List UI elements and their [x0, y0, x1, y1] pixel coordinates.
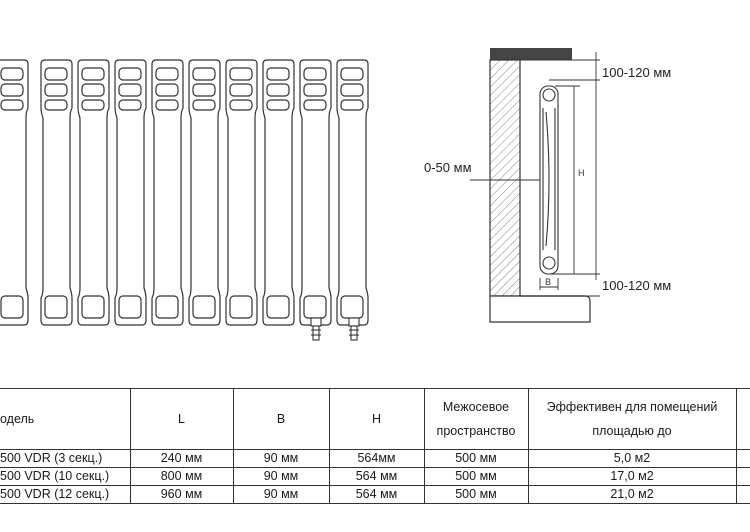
spec-table: одель L B H Межосевое пространство Эффек…	[0, 388, 750, 504]
cell-axial: 500 мм	[423, 449, 529, 468]
col-header-height: H	[328, 388, 425, 450]
table-row: 500 VDR (10 секц.) 800 мм 90 мм 564 мм 5…	[0, 467, 750, 486]
radiator-side-view: 100-120 мм 0-50 мм 100-120 мм H B	[424, 48, 671, 323]
cell-area: 17,0 м2	[527, 467, 737, 486]
radiator-section	[336, 59, 369, 326]
window-sill	[490, 48, 572, 60]
cell-extra	[735, 485, 750, 504]
table-header-row: одель L B H Межосевое пространство Эффек…	[0, 388, 750, 450]
top-gap-label: 100-120 мм	[602, 65, 671, 80]
table-row: 500 VDR (3 секц.) 240 мм 90 мм 564мм 500…	[0, 449, 750, 468]
col-header-axial: Межосевое пространство	[423, 388, 529, 450]
col-header-model: одель	[0, 388, 131, 450]
radiator-section	[0, 59, 29, 326]
radiator-section	[262, 59, 295, 326]
radiator-drawing: 100-120 мм 0-50 мм 100-120 мм H B	[0, 48, 671, 341]
cell-model: 500 VDR (10 секц.)	[0, 467, 131, 486]
cell-height: 564 мм	[328, 485, 425, 504]
height-label: H	[578, 168, 585, 178]
cell-depth: 90 мм	[232, 449, 330, 468]
cell-model: 500 VDR (12 секц.)	[0, 485, 131, 504]
cell-length: 240 мм	[129, 449, 234, 468]
col-header-length: L	[129, 388, 234, 450]
cell-length: 960 мм	[129, 485, 234, 504]
cell-extra	[735, 467, 750, 486]
cell-length: 800 мм	[129, 467, 234, 486]
valve-icon	[348, 317, 360, 341]
cell-axial: 500 мм	[423, 467, 529, 486]
radiator-section	[299, 59, 332, 326]
radiator-front-view	[0, 59, 369, 326]
cell-model: 500 VDR (3 секц.)	[0, 449, 131, 468]
col-header-area: Эффективен для помещений площадью до	[527, 388, 737, 450]
radiator-section	[188, 59, 221, 326]
col-header-depth: B	[232, 388, 330, 450]
wall	[489, 59, 521, 297]
cell-depth: 90 мм	[232, 467, 330, 486]
cell-extra	[735, 449, 750, 468]
radiator-section	[40, 59, 73, 326]
radiator-section	[114, 59, 147, 326]
table-row: 500 VDR (12 секц.) 960 мм 90 мм 564 мм 5…	[0, 485, 750, 504]
depth-label: B	[545, 277, 551, 287]
cell-depth: 90 мм	[232, 485, 330, 504]
radiator-section	[151, 59, 184, 326]
cell-height: 564мм	[328, 449, 425, 468]
cell-area: 21,0 м2	[527, 485, 737, 504]
cell-axial: 500 мм	[423, 485, 529, 504]
col-header-extra	[735, 388, 750, 450]
radiator-section	[77, 59, 110, 326]
valve-icon	[310, 317, 322, 341]
cell-area: 5,0 м2	[527, 449, 737, 468]
cell-height: 564 мм	[328, 467, 425, 486]
bottom-gap-label: 100-120 мм	[602, 278, 671, 293]
wall-gap-label: 0-50 мм	[424, 160, 472, 175]
floor	[489, 295, 591, 323]
radiator-section	[225, 59, 258, 326]
